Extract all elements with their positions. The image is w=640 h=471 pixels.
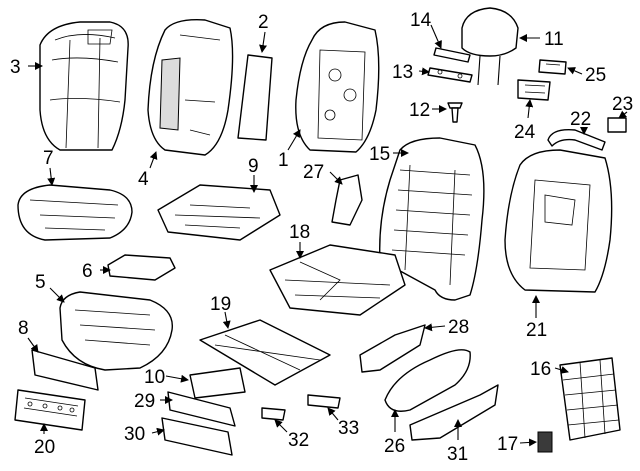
- part-3-backrest-cover: [39, 21, 129, 151]
- callout-12: 12: [409, 100, 430, 121]
- callout-27: 27: [303, 162, 324, 183]
- callout-5: 5: [35, 272, 46, 293]
- part-2-back-panel: [237, 54, 273, 141]
- callout-9: 9: [248, 156, 259, 177]
- callout-18: 18: [289, 222, 310, 243]
- part-33-clip: [307, 394, 341, 409]
- part-16-lumbar-mat: [559, 357, 621, 441]
- part-7-cushion-cover: [17, 184, 133, 241]
- part-28-side-trim: [359, 324, 426, 373]
- callout-labels: 1 2 3 4 5 6 7 8 9 10 11 12 13 14 15 16 1…: [10, 10, 633, 465]
- part-9-cushion-pad: [157, 184, 281, 241]
- callout-33: 33: [338, 418, 359, 439]
- callout-21: 21: [526, 320, 547, 341]
- callout-25: 25: [585, 65, 606, 86]
- callout-6: 6: [82, 261, 93, 282]
- part-1-backrest-frame: [295, 21, 380, 153]
- callout-8: 8: [18, 318, 29, 339]
- part-12-screw: [447, 102, 463, 123]
- part-32-clip: [261, 407, 286, 421]
- part-13-bracket: [427, 67, 473, 83]
- part-10-pad: [189, 367, 246, 399]
- part-26-side-shield: [384, 349, 471, 412]
- part-25-button: [538, 59, 567, 75]
- part-24-guide: [517, 79, 551, 101]
- part-29-trim: [167, 391, 236, 427]
- leader-lines: [27, 24, 628, 447]
- part-17-clip: [537, 431, 553, 453]
- part-31-trim-cover: [409, 384, 499, 441]
- callout-2: 2: [258, 12, 269, 33]
- part-5-seat-shell: [59, 291, 174, 371]
- part-23-clip: [607, 117, 627, 133]
- callout-3: 3: [10, 57, 21, 78]
- part-18-seat-frame: [269, 244, 406, 316]
- callout-28: 28: [448, 317, 469, 338]
- part-6-cushion-insert: [107, 254, 176, 281]
- part-19-seat-rails: [199, 319, 331, 386]
- part-27-bracket: [331, 174, 363, 226]
- callout-29: 29: [134, 391, 155, 412]
- callout-4: 4: [138, 169, 149, 190]
- part-20-base-plate: [14, 389, 86, 431]
- callout-23: 23: [612, 94, 633, 115]
- callout-11: 11: [544, 29, 564, 50]
- callout-14: 14: [410, 10, 432, 31]
- callout-15: 15: [369, 144, 390, 165]
- callout-31: 31: [447, 444, 468, 465]
- callout-20: 20: [34, 437, 55, 458]
- callout-10: 10: [144, 367, 165, 388]
- part-21-rear-panel: [504, 149, 613, 293]
- callout-32: 32: [288, 430, 309, 451]
- part-30-cover: [161, 417, 233, 456]
- part-14-bracket: [433, 47, 471, 63]
- callout-7: 7: [43, 148, 54, 169]
- callout-1: 1: [278, 150, 289, 171]
- callout-30: 30: [124, 424, 145, 445]
- callout-24: 24: [514, 122, 536, 143]
- callout-19: 19: [210, 294, 231, 315]
- part-22-trim-strip: [547, 129, 606, 151]
- callout-13: 13: [392, 62, 413, 83]
- callout-22: 22: [570, 109, 591, 130]
- callout-16: 16: [530, 359, 551, 380]
- callout-26: 26: [384, 436, 405, 457]
- callout-17: 17: [497, 434, 518, 455]
- part-11-headrest: [461, 7, 519, 86]
- part-15-backrest-structure: [379, 137, 485, 301]
- part-8-side-pad: [31, 349, 99, 391]
- part-4-backrest-pad: [147, 19, 234, 156]
